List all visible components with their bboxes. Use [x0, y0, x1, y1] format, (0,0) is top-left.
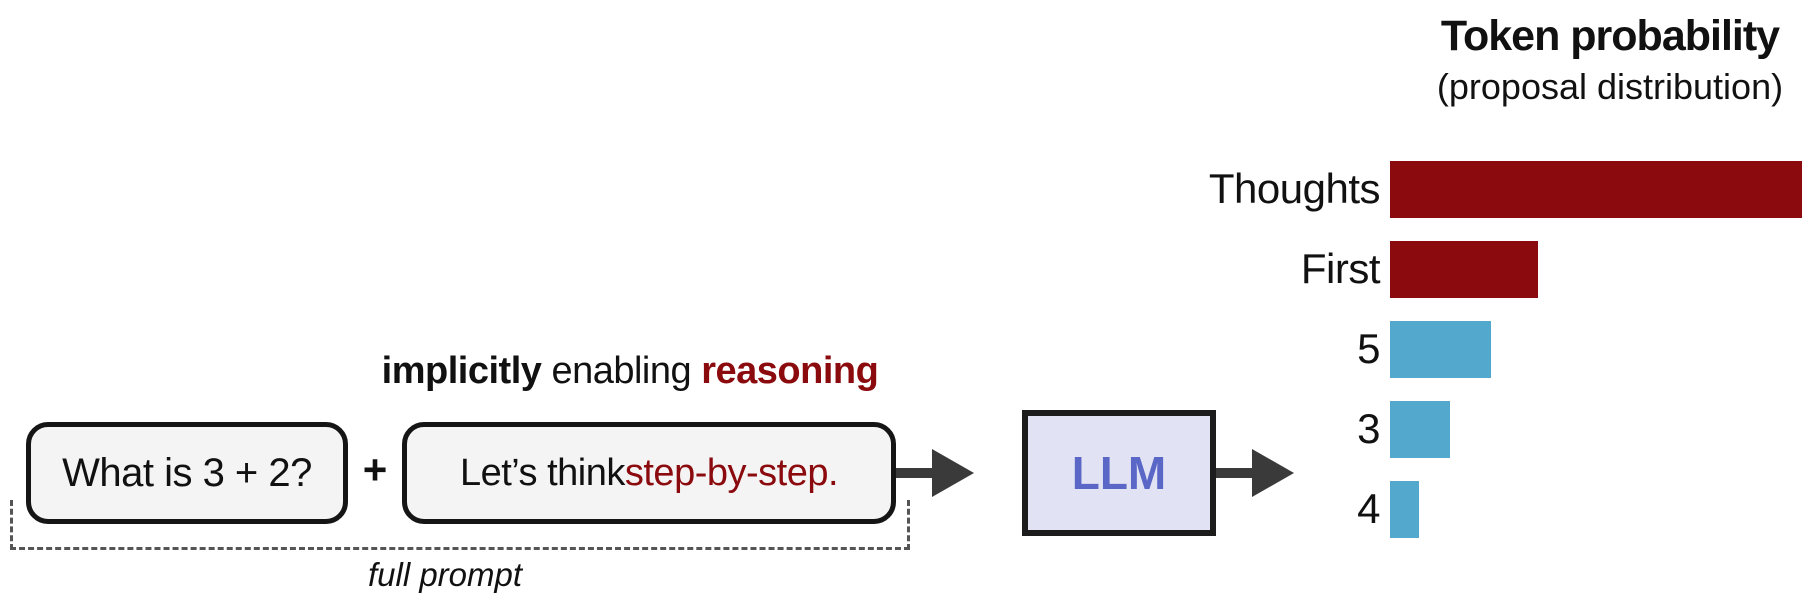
- bar-5: [1390, 321, 1491, 378]
- llm-label: LLM: [1071, 447, 1167, 499]
- bar-4: [1390, 481, 1419, 538]
- plus-sign: +: [362, 446, 388, 493]
- arrow-to-llm-icon: [896, 449, 974, 497]
- chart-title: Token probability: [1440, 12, 1780, 60]
- cot-prompt-box: Let’s think step-by-step.: [402, 422, 896, 524]
- question-box: What is 3 + 2?: [26, 422, 348, 524]
- bar-3: [1390, 401, 1450, 458]
- bar-label: First: [1300, 245, 1381, 292]
- bar-label: 3: [1357, 405, 1380, 452]
- full-prompt-bracket: [10, 500, 910, 550]
- full-prompt-label: full prompt: [367, 556, 523, 593]
- bar-label: 5: [1357, 325, 1380, 372]
- arrow-to-chart-icon: [1216, 449, 1294, 497]
- bar-first: [1390, 241, 1538, 298]
- cot-highlight-text: step-by-step.: [624, 451, 839, 494]
- cot-prefix-text: Let’s think: [459, 451, 625, 494]
- caption-reasoning: reasoning: [701, 350, 879, 392]
- llm-box: LLM: [1022, 410, 1216, 536]
- question-text: What is 3 + 2?: [62, 450, 312, 495]
- caption-implicitly: implicitly: [381, 350, 542, 392]
- bar-label: Thoughts: [1208, 165, 1381, 212]
- caption-enabling: enabling: [541, 350, 702, 392]
- bar-thoughts: [1390, 161, 1802, 218]
- bar-label: 4: [1357, 485, 1380, 532]
- chart-subtitle: (proposal distribution): [1436, 66, 1784, 107]
- prompt-caption: implicitly enabling reasoning: [360, 350, 900, 393]
